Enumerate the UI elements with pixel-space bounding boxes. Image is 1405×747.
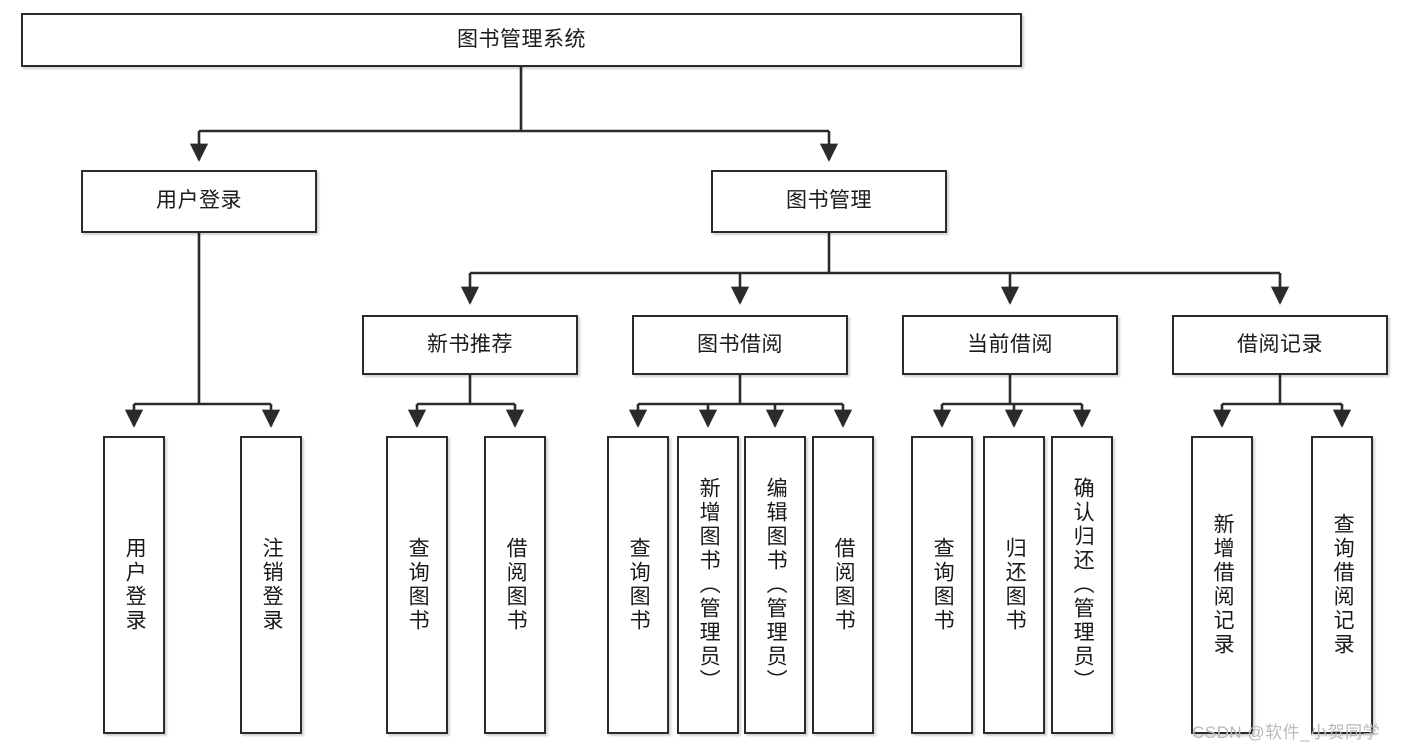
node-root[interactable]: 图书管理系统 (21, 13, 1022, 67)
leaf-logout-label: 注销登录 (260, 537, 284, 633)
leaf-add-borrow-record-label: 新增借阅记录 (1211, 513, 1235, 657)
leaf-return-book-label: 归还图书 (1003, 537, 1027, 633)
node-current-borrow[interactable]: 当前借阅 (902, 315, 1118, 375)
leaf-user-login[interactable]: 用户登录 (103, 436, 165, 734)
node-new-book-recommend[interactable]: 新书推荐 (362, 315, 578, 375)
node-book-management[interactable]: 图书管理 (711, 170, 947, 233)
leaf-add-borrow-record[interactable]: 新增借阅记录 (1191, 436, 1253, 734)
leaf-return-book[interactable]: 归还图书 (983, 436, 1045, 734)
node-new-book-recommend-label: 新书推荐 (427, 332, 513, 356)
leaf-logout[interactable]: 注销登录 (240, 436, 302, 734)
leaf-confirm-return-admin[interactable]: 确认归还（管理员） (1051, 436, 1113, 734)
leaf-borrow-book-recommend[interactable]: 借阅图书 (484, 436, 546, 734)
leaf-borrow-book-recommend-label: 借阅图书 (504, 537, 528, 633)
leaf-edit-book-admin-label: 编辑图书（管理员） (764, 477, 788, 693)
leaf-query-book-current[interactable]: 查询图书 (911, 436, 973, 734)
leaf-borrow-book-label: 借阅图书 (832, 537, 856, 633)
leaf-query-book-borrow-label: 查询图书 (627, 537, 651, 633)
leaf-confirm-return-admin-label: 确认归还（管理员） (1071, 477, 1095, 693)
node-user-login-label: 用户登录 (156, 189, 242, 213)
node-book-borrow-label: 图书借阅 (697, 332, 783, 356)
leaf-edit-book-admin[interactable]: 编辑图书（管理员） (744, 436, 806, 734)
leaf-query-book-recommend[interactable]: 查询图书 (386, 436, 448, 734)
node-book-borrow[interactable]: 图书借阅 (632, 315, 848, 375)
leaf-user-login-label: 用户登录 (123, 537, 147, 633)
node-book-management-label: 图书管理 (786, 189, 872, 213)
leaf-query-book-borrow[interactable]: 查询图书 (607, 436, 669, 734)
leaf-query-book-recommend-label: 查询图书 (406, 537, 430, 633)
leaf-add-book-admin-label: 新增图书（管理员） (697, 477, 721, 693)
leaf-borrow-book[interactable]: 借阅图书 (812, 436, 874, 734)
node-borrow-record-label: 借阅记录 (1237, 332, 1323, 356)
leaf-query-borrow-record[interactable]: 查询借阅记录 (1311, 436, 1373, 734)
node-root-label: 图书管理系统 (457, 27, 586, 51)
node-user-login[interactable]: 用户登录 (81, 170, 317, 233)
leaf-add-book-admin[interactable]: 新增图书（管理员） (677, 436, 739, 734)
node-borrow-record[interactable]: 借阅记录 (1172, 315, 1388, 375)
leaf-query-book-current-label: 查询图书 (931, 537, 955, 633)
leaf-query-borrow-record-label: 查询借阅记录 (1331, 513, 1355, 657)
watermark: CSDN @软件_小贺同学 (1192, 723, 1381, 742)
node-current-borrow-label: 当前借阅 (967, 332, 1053, 356)
